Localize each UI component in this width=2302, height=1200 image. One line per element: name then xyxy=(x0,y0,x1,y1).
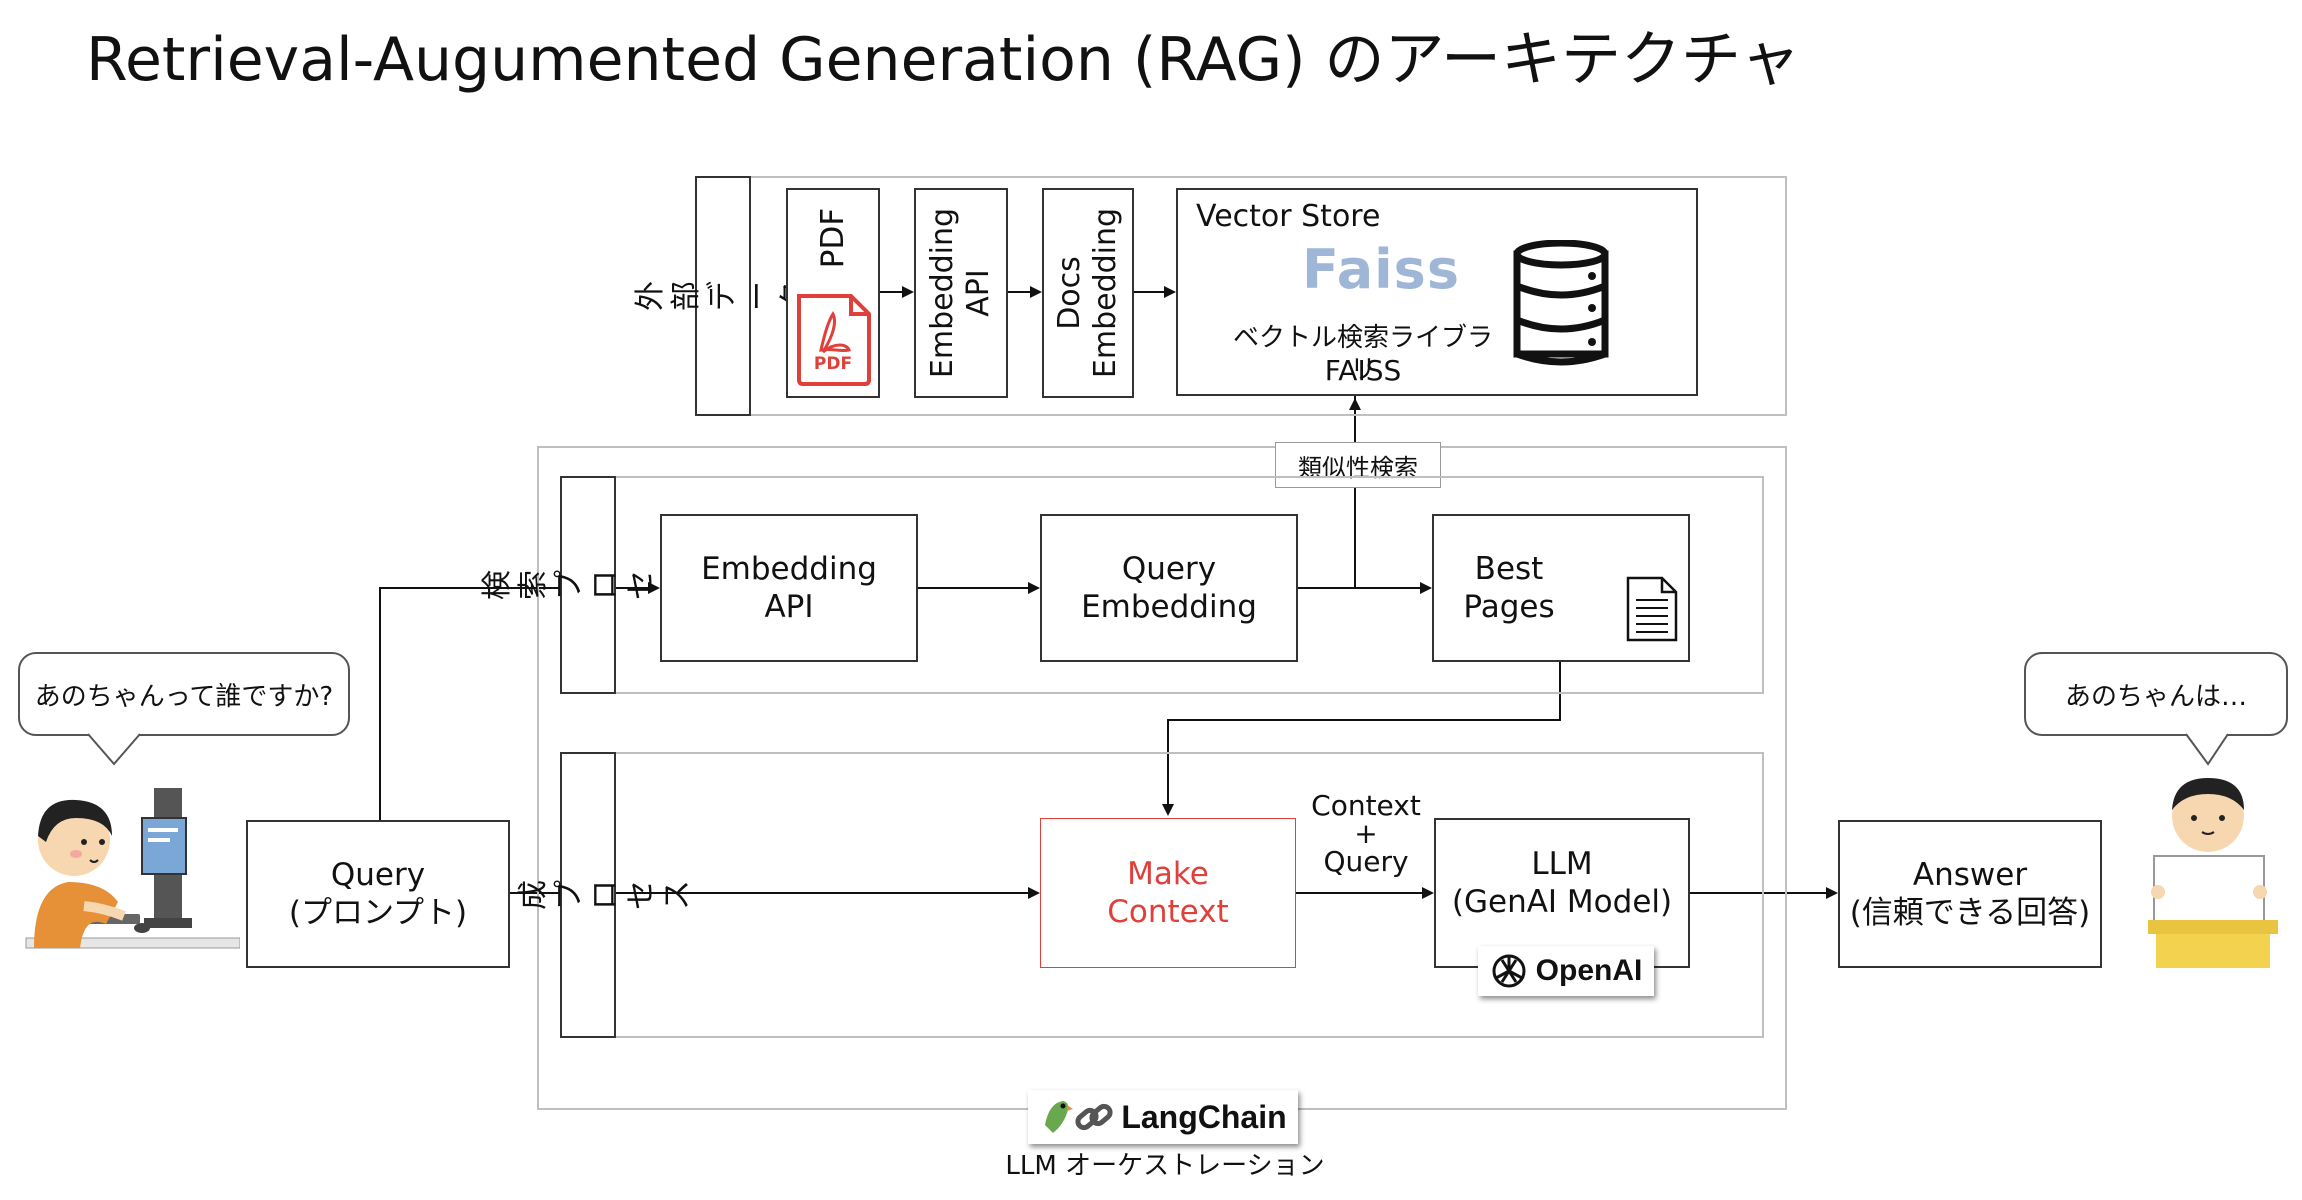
langchain-badge: LangChain xyxy=(1028,1090,1298,1144)
make-context-box: Make Context xyxy=(1040,818,1296,968)
embedding-api-box-external: Embedding API xyxy=(914,188,1008,398)
arrow-bestpages-to-makecontext xyxy=(1162,662,1561,816)
query-embedding-box: Query Embedding xyxy=(1040,514,1298,662)
pdf-file-icon: PDF xyxy=(793,292,873,388)
faiss-caption-2: FAISS xyxy=(1324,354,1402,387)
docs-embedding-label: Docs Embedding xyxy=(1052,207,1123,379)
pdf-label-wrap: PDF xyxy=(786,188,880,288)
generation-process-label: 生成プロセス xyxy=(480,880,695,910)
openai-label: OpenAI xyxy=(1535,954,1643,987)
pdf-icon-text: PDF xyxy=(813,354,853,374)
openai-badge: OpenAI xyxy=(1478,946,1654,996)
vector-store-box: Vector Store Faiss ベクトル検索ライブラリ FAISS xyxy=(1176,188,1698,396)
openai-icon xyxy=(1492,954,1526,988)
user-speech-bubble: あのちゃんって誰ですか? xyxy=(18,652,350,736)
document-icon xyxy=(1626,576,1678,642)
langchain-caption: LLM オーケストレーション xyxy=(1005,1151,1325,1181)
search-process-label-cell: 検索プロセス xyxy=(480,476,695,694)
parrot-link-icon xyxy=(1045,1101,1113,1133)
faiss-caption-1: ベクトル検索ライブラリ xyxy=(1232,323,1493,385)
best-pages-box: Best Pages xyxy=(1432,514,1690,662)
user-bubble-tail xyxy=(87,732,141,766)
llm-box: LLM (GenAI Model) xyxy=(1434,818,1690,968)
external-data-label-cell: 外部データ xyxy=(633,176,812,416)
answer-box: Answer (信頼できる回答) xyxy=(1838,820,2102,968)
context-query-label: Context + Query xyxy=(1311,789,1421,878)
embedding-api-label-external: Embedding API xyxy=(925,207,996,379)
answer-speech-bubble: あのちゃんは… xyxy=(2024,652,2288,736)
answer-bubble-tail xyxy=(2185,732,2229,766)
answer-person-illustration xyxy=(2148,778,2278,968)
generation-process-label-cell: 生成プロセス xyxy=(480,752,695,1038)
langchain-label: LangChain xyxy=(1121,1098,1287,1135)
database-icon xyxy=(1513,240,1609,366)
vector-store-title: Vector Store xyxy=(1196,199,1381,234)
best-pages-label: Best Pages xyxy=(1463,551,1555,625)
page-title: Retrieval-Augumented Generation (RAG) のア… xyxy=(86,25,1801,95)
user-at-computer-illustration xyxy=(25,788,240,949)
pdf-label: PDF xyxy=(815,207,851,269)
embedding-api-box: Embedding API xyxy=(660,514,918,662)
docs-embedding-box: Docs Embedding xyxy=(1042,188,1134,398)
faiss-logo: Faiss xyxy=(1302,238,1460,301)
query-box: Query (プロンプト) xyxy=(246,820,510,968)
